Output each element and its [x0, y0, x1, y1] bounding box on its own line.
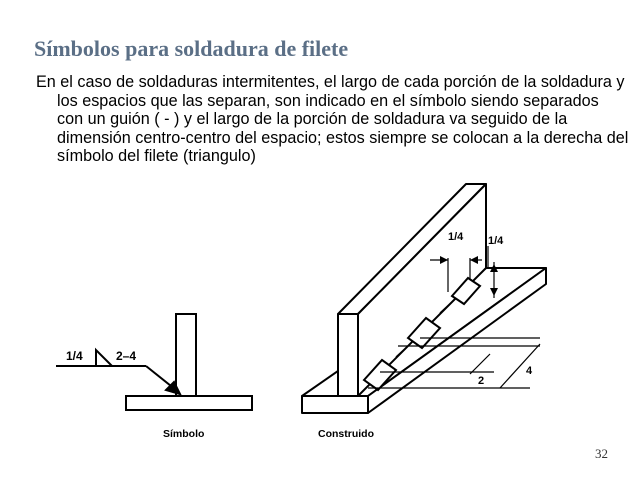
base-plate-front — [301, 395, 369, 414]
weld-segment — [406, 316, 442, 350]
weld-segments — [362, 276, 482, 392]
weld-segment — [362, 358, 398, 392]
symbol-base-plate — [125, 395, 253, 411]
dim-length: 2 — [478, 375, 484, 387]
base-plate-side — [367, 267, 547, 414]
symbol-caption: Símbolo — [163, 428, 204, 440]
body-paragraph: En el caso de soldaduras intermitentes, … — [36, 73, 629, 166]
dim-pitch: 4 — [526, 365, 533, 377]
arrow-head — [164, 380, 182, 396]
fillet-triangle — [95, 347, 113, 367]
weld-symbol-diagram — [56, 313, 253, 411]
dim-top-left: 1/4 — [448, 231, 464, 243]
vertical-plate-front — [337, 313, 359, 397]
symbol-size-label: 1/4 — [66, 349, 83, 363]
symbol-vertical-plate — [175, 313, 197, 397]
symbol-pitch-label: 2–4 — [116, 349, 136, 363]
built-caption: Construido — [318, 428, 374, 440]
dim-top-right: 1/4 — [488, 235, 504, 247]
vertical-plate-edge — [357, 183, 487, 397]
weld-gap-line — [439, 301, 453, 314]
page-number: 32 — [595, 446, 608, 461]
constructed-weld-diagram — [301, 183, 547, 414]
slide-title: Símbolos para soldadura de filete — [34, 36, 349, 61]
weld-gap-line — [395, 345, 409, 358]
dimension-arrows — [440, 256, 498, 296]
weld-segment — [450, 276, 482, 306]
dimension-lines — [368, 246, 541, 389]
